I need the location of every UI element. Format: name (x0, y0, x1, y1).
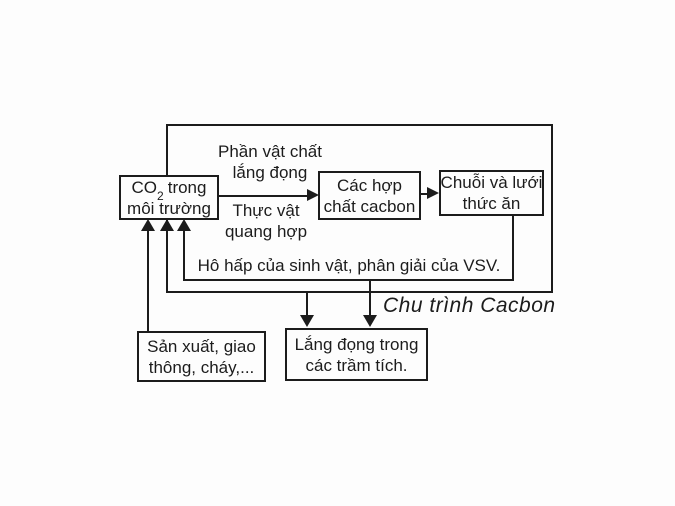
co2-formula: CO (131, 177, 158, 197)
label-photosynthesis-line1: Thực vật (232, 201, 300, 220)
node-food-chain: Chuỗi và lưới thức ăn (439, 170, 544, 216)
label-photosynthesis-line2: quang hợp (224, 222, 308, 241)
label-photosynthesis: Thực vật quang hợp (201, 200, 331, 242)
arrowhead-down-into-sediment-right-icon (363, 315, 377, 327)
node-carbon-compounds-line2: chất cacbon (323, 196, 416, 216)
node-production-sources: Sản xuất, giao thông, cháy,... (137, 331, 266, 382)
line-respiration-feedback-bottom (183, 279, 514, 281)
node-carbon-compounds-line1: Các hợp (336, 175, 402, 195)
label-deposited-matter-line2: lắng đọng (232, 163, 308, 182)
node-production-line2: thông, cháy,... (148, 357, 255, 377)
arrowhead-down-into-sediment-left-icon (300, 315, 314, 327)
label-respiration-decomposition: Hô hấp của sinh vật, phân giải của VSV. (197, 256, 501, 275)
arrowhead-right-into-foodchain-icon (427, 187, 439, 199)
line-production-to-co2 (147, 230, 149, 331)
line-respiration-to-sediment (369, 281, 371, 315)
node-sediment-deposition: Lắng đọng trong các trầm tích. (285, 328, 428, 381)
node-sediment-line1: Lắng đọng trong (294, 334, 419, 354)
line-foodchain-down-feedback (512, 215, 514, 281)
node-food-chain-line1: Chuỗi và lưới (440, 173, 543, 192)
diagram-title-carbon-cycle: Chu trình Cacbon (383, 294, 556, 317)
line-boundary-to-sediment (306, 293, 308, 315)
node-carbon-compounds: Các hợp chất cacbon (318, 171, 421, 220)
co2-subscript: 2 (157, 188, 164, 203)
label-deposited-matter: Phần vật chất lắng đọng (200, 141, 340, 183)
node-production-line1: Sản xuất, giao (147, 336, 256, 356)
node-sediment-line2: các trầm tích. (305, 355, 408, 375)
line-compounds-to-foodchain (421, 193, 428, 195)
node-co2-line2: môi trường (127, 198, 211, 218)
label-deposited-matter-line1: Phần vật chất (218, 142, 322, 161)
arrowhead-up-production-into-co2-icon (141, 219, 155, 231)
line-co2-to-compounds (219, 195, 307, 197)
line-respiration-feedback-up (183, 230, 185, 279)
arrowhead-right-into-compounds-icon (307, 189, 319, 201)
node-food-chain-line2: thức ăn (462, 194, 521, 213)
co2-suffix-text: trong (167, 177, 207, 197)
arrowhead-up-boundary-into-co2-icon (160, 219, 174, 231)
arrowhead-up-respiration-into-co2-icon (177, 219, 191, 231)
